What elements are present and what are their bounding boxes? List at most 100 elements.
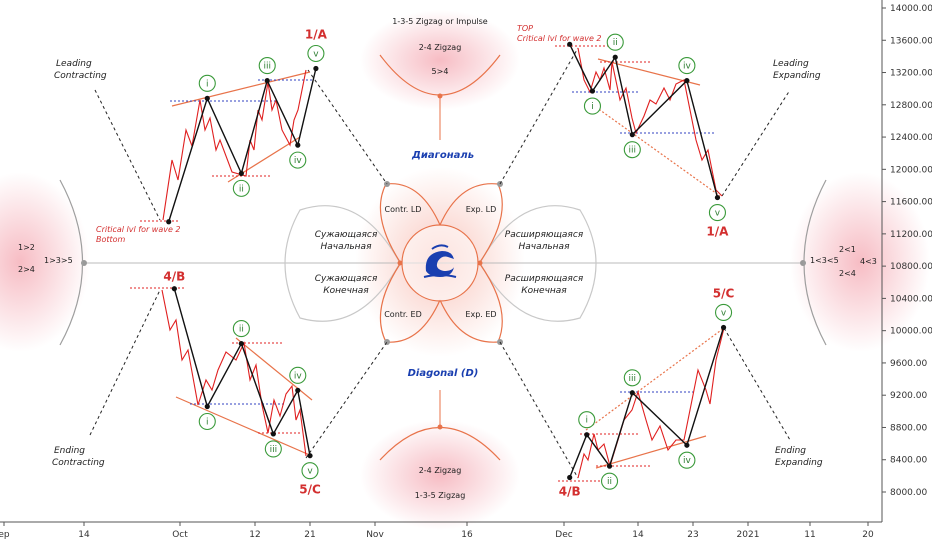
y-tick-label: 14000.00 [890, 4, 932, 14]
far-left-2: 2>4 [18, 265, 35, 274]
y-tick-label: 13200.00 [890, 69, 932, 79]
leading-expanding-2: Expanding [773, 71, 821, 81]
subwave-label: ii [613, 38, 618, 48]
subwave-marker [678, 57, 696, 75]
subwave-marker [289, 151, 307, 169]
right-lens [479, 205, 597, 322]
subwave-marker [583, 97, 602, 115]
logo-icon [423, 244, 457, 278]
subwave-marker [258, 57, 276, 75]
subwave-marker [578, 411, 596, 429]
left-lower-2: Конечная [323, 286, 369, 296]
subwave-label: i [586, 416, 589, 426]
wave-label: 5/C [299, 483, 321, 497]
critical-bottom-2: Bottom [96, 235, 126, 244]
subwave-marker [678, 451, 696, 469]
ending-expanding-1: Ending [775, 446, 806, 456]
subwave-label: iv [683, 456, 692, 466]
subwave-marker [606, 33, 624, 51]
subwave-marker [623, 369, 641, 387]
y-tick-label: 11200.00 [890, 230, 932, 240]
wave-point [313, 65, 319, 72]
exp-ed-label: Exp. ED [465, 310, 496, 319]
text-annotations: 1-3-5 Zigzag or Impulse 2-4 Zigzag 5>4 2… [18, 17, 877, 500]
bottom-center-line-2: 1-3-5 Zigzag [415, 491, 466, 500]
dash-ee-in [499, 341, 579, 479]
glow-bottom [360, 420, 520, 530]
center-line-right-dot [800, 260, 806, 266]
x-tick-label: 14 [632, 530, 644, 540]
x-tick-label: 12 [249, 530, 260, 540]
right-lower-1: Расширяющаяся [505, 274, 584, 284]
subwave-label: i [591, 102, 594, 112]
glow-right [790, 172, 930, 352]
x-tick-label: 20 [862, 530, 874, 540]
wave-point [166, 219, 172, 225]
dash-ec-in [89, 289, 161, 436]
right-upper-2: Начальная [519, 242, 571, 252]
wave-label: 4/B [559, 484, 581, 498]
far-left-3: 1>3>5 [44, 256, 73, 265]
dash-le-in [499, 47, 579, 185]
subwave-label: iii [629, 374, 637, 384]
subwave-label: iv [294, 371, 303, 381]
subwave-label: ii [239, 325, 244, 335]
dash-lc-out [307, 69, 388, 185]
left-upper-2: Начальная [321, 242, 373, 252]
subwave-label: iv [683, 62, 692, 72]
x-tick-label: 16 [461, 530, 473, 540]
glow-left [0, 172, 90, 352]
left-lens [284, 205, 401, 322]
x-tick-label: Nov [366, 530, 384, 540]
le-sub-waves [577, 47, 723, 197]
subwave-marker [307, 44, 325, 63]
subwave-label: v [715, 209, 721, 219]
lens-dot-right [477, 260, 483, 266]
x-tick-label: 23 [687, 530, 698, 540]
wave-point [684, 442, 690, 448]
wave-point [684, 78, 690, 84]
critical-top-1: TOP [517, 24, 533, 33]
subwave-label: ii [239, 184, 244, 194]
axes: 14000.0013600.0013200.0012800.0012400.00… [0, 0, 932, 540]
wave-point [238, 170, 244, 176]
wave-point [264, 78, 270, 84]
lc-upper-trend [171, 71, 311, 107]
wave-point [589, 88, 596, 94]
left-arc [59, 179, 84, 346]
y-tick-label: 12400.00 [890, 133, 932, 143]
y-tick-label: 9200.00 [890, 391, 927, 401]
far-right-4: 4<3 [860, 257, 877, 266]
y-tick-label: 9600.00 [890, 359, 927, 369]
wave-label: 1/A [706, 225, 729, 239]
wave-point [171, 286, 177, 292]
top-center-line-3: 5>4 [432, 67, 449, 76]
x-tick-label: 2021 [737, 530, 760, 540]
subwave-label: i [206, 417, 209, 427]
ending-contracting-1: Ending [54, 446, 85, 456]
diagonal-en-label: Diagonal (D) [408, 368, 479, 379]
glow-top [360, 10, 520, 110]
y-tick-label: 11600.00 [890, 198, 932, 208]
wave-label: 4/B [163, 270, 185, 284]
structure-guides [59, 47, 827, 479]
dash-ec-out [305, 341, 388, 459]
far-right-1: 1<3<5 [810, 256, 839, 265]
x-tick-label: 11 [804, 530, 815, 540]
wave-point [567, 474, 573, 481]
subwave-marker [232, 179, 250, 197]
y-tick-label: 10000.00 [890, 327, 932, 337]
y-tick-label: 13600.00 [890, 36, 932, 46]
diagonal-ru-label: Диагональ [411, 150, 474, 161]
critical-bottom-1: Critical lvl for wave 2 [96, 225, 181, 234]
left-upper-1: Сужающаяся [315, 230, 378, 240]
far-left-1: 1>2 [18, 243, 35, 252]
y-tick-label: 10800.00 [890, 262, 932, 272]
wave-point [204, 95, 210, 101]
